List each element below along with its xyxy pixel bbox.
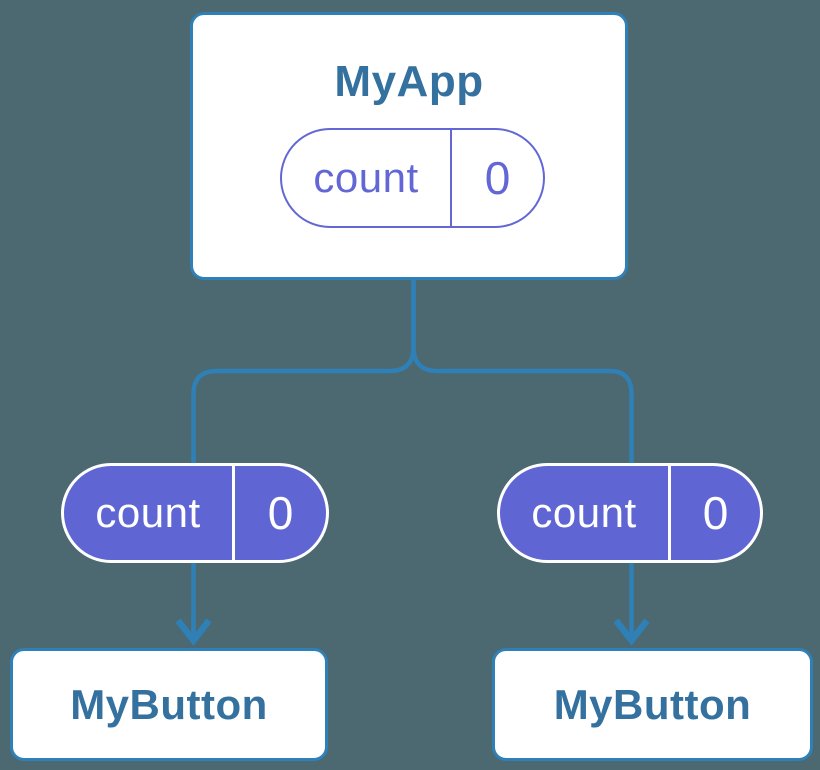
prop-name: count [95, 489, 201, 536]
node-myapp-title: MyApp [334, 57, 484, 106]
edge-myapp-to-left-button [191, 280, 416, 637]
state-name: count [313, 154, 419, 201]
state-value: 0 [450, 130, 543, 226]
node-mybutton-right-title: MyButton [553, 680, 752, 728]
prop-value: 0 [232, 466, 326, 560]
arrow-down-icon [175, 618, 212, 646]
state-pill-myapp: count 0 [280, 128, 545, 228]
node-mybutton-right: MyButton [492, 648, 813, 761]
node-myapp: MyApp count 0 [190, 12, 628, 280]
prop-pill-right: count 0 [497, 463, 763, 563]
arrow-down-icon [613, 618, 650, 646]
prop-value: 0 [668, 466, 760, 560]
edge-myapp-to-right-button [411, 280, 634, 637]
node-mybutton-left-title: MyButton [70, 680, 268, 728]
prop-pill-left: count 0 [61, 463, 329, 563]
prop-name: count [531, 489, 637, 536]
node-mybutton-left: MyButton [10, 648, 328, 761]
